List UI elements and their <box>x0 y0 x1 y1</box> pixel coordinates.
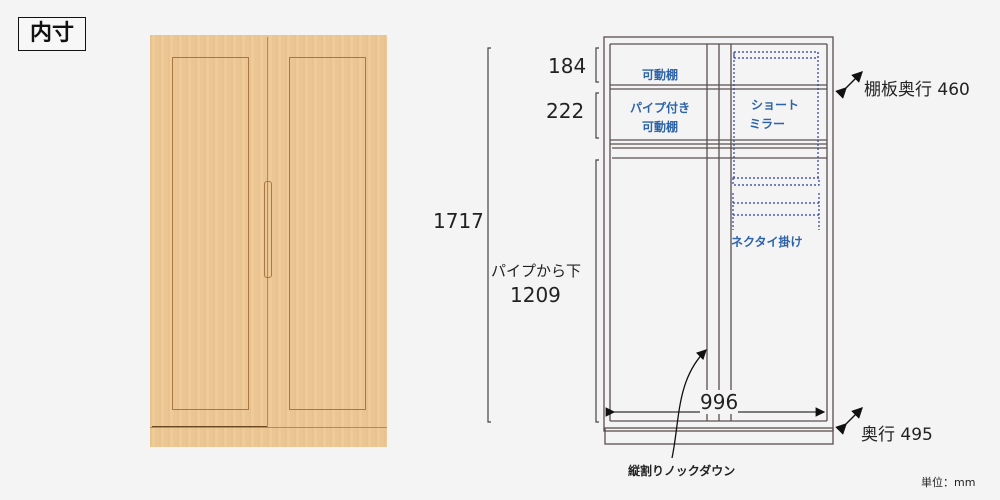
plinth-shadow <box>152 426 267 427</box>
shelf-depth-label: 棚板奥行 460 <box>864 80 970 100</box>
plinth-line <box>150 427 387 428</box>
short-mirror-label-line2: ミラー <box>748 117 785 131</box>
unit-label: 単位：mm <box>921 476 976 489</box>
inner-width-value: 996 <box>700 390 739 414</box>
upper-shelf-height: 184 <box>548 54 587 78</box>
pipe-shelf-label-line1: パイプ付き <box>629 101 690 115</box>
door-handle <box>264 181 272 278</box>
pipe-shelf-label-line2: 可動棚 <box>641 120 678 134</box>
below-pipe-value: 1209 <box>510 283 561 307</box>
right-door-panel <box>289 57 366 410</box>
knockdown-label: 縦割りノックダウン <box>628 464 736 478</box>
left-door-panel <box>172 57 249 410</box>
below-pipe-label: パイプから下 <box>491 262 582 280</box>
pipe-shelf-height: 222 <box>546 99 585 123</box>
tie-hanger-label: ネクタイ掛け <box>731 235 803 249</box>
section-title: 内寸 <box>18 17 86 51</box>
total-height-value: 1717 <box>433 209 484 233</box>
door-split-line <box>267 37 268 427</box>
depth-label: 奥行 495 <box>861 425 933 445</box>
movable-shelf-label: 可動棚 <box>641 68 678 82</box>
total-height-bracket <box>487 47 491 423</box>
wardrobe-body <box>150 35 387 447</box>
short-mirror-label-line1: ショート <box>750 98 799 112</box>
wardrobe-photo <box>150 35 387 447</box>
cabinet-outline <box>603 36 834 432</box>
